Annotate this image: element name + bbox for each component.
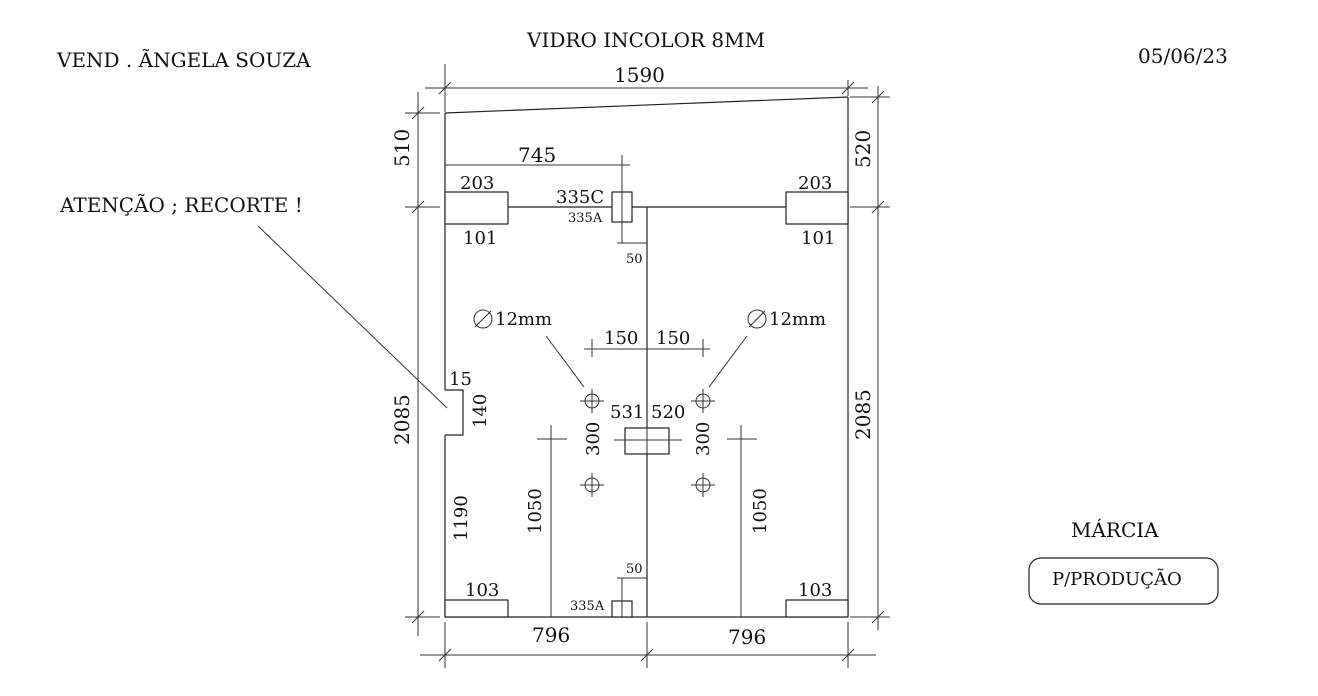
production-stamp-label: P/PRODUÇÃO xyxy=(1052,568,1182,590)
top-offset-value: 745 xyxy=(518,143,556,167)
top-a-label: 335A xyxy=(568,211,603,226)
cutout-dimensions: 15 140 xyxy=(449,369,491,428)
hole-diameter-left-label: 12mm xyxy=(495,309,552,330)
bottom-left-hinge-width: 103 xyxy=(465,580,499,601)
top-left-height-value: 510 xyxy=(390,129,414,167)
attention-label: ATENÇÃO ; RECORTE ! xyxy=(59,193,303,217)
top-left-hinge-width: 203 xyxy=(460,173,494,194)
holes-group: 12mm 12mm 150 150 xyxy=(473,309,826,497)
top-left-hinge: 203 101 xyxy=(444,173,509,249)
right-handle-height-value: 1050 xyxy=(750,488,771,534)
bottom-a-label: 335A xyxy=(570,599,605,614)
top-right-hinge: 203 101 xyxy=(785,173,849,249)
top-right-height-value: 520 xyxy=(851,130,875,168)
right-height-value: 2085 xyxy=(851,389,875,440)
bottom-left-width-value: 796 xyxy=(532,623,570,647)
total-width-value: 1590 xyxy=(614,63,665,87)
top-right-hinge-width: 203 xyxy=(798,173,832,194)
right-panel-dimensions: 1050 xyxy=(727,425,771,617)
dimension-left-vertical: 510 2085 xyxy=(390,92,440,636)
left-height-value: 2085 xyxy=(390,394,414,445)
vendor-label: VEND . ÃNGELA SOUZA xyxy=(56,48,311,72)
top-c-label: 335C xyxy=(556,187,604,208)
responsible-label: MÁRCIA xyxy=(1071,518,1159,542)
bottom-right-hinge: 103 xyxy=(785,580,849,618)
hole-top-right xyxy=(691,389,715,413)
bottom-right-width-value: 796 xyxy=(728,625,766,649)
hole-vertical-right-value: 300 xyxy=(693,422,714,456)
left-panel-dimensions: 1190 1050 xyxy=(451,425,567,617)
lock-left-value: 531 xyxy=(610,402,644,423)
material-label: VIDRO INCOLOR 8MM xyxy=(526,28,765,52)
dimension-total-width: 1590 xyxy=(425,63,868,112)
attention-note: ATENÇÃO ; RECORTE ! xyxy=(59,193,448,409)
date-label: 05/06/23 xyxy=(1138,44,1228,68)
top-right-hinge-height: 101 xyxy=(801,228,835,249)
glass-outline xyxy=(444,96,849,618)
top-center-hardware: 335C 335A 50 xyxy=(556,187,647,267)
hole-bottom-left xyxy=(580,473,604,497)
dimension-right-vertical: 520 2085 xyxy=(850,86,890,630)
production-stamp: P/PRODUÇÃO xyxy=(1028,557,1219,605)
bottom-left-hinge: 103 xyxy=(444,580,509,618)
hole-vertical-left-value: 300 xyxy=(583,422,604,456)
bottom-offset-label: 50 xyxy=(626,562,643,577)
lock-right-value: 520 xyxy=(651,402,685,423)
bottom-right-hinge-width: 103 xyxy=(798,580,832,601)
bottom-center-hardware: 50 335A xyxy=(570,562,647,618)
cutout-height-value: 140 xyxy=(470,394,491,428)
hole-bottom-right xyxy=(691,473,715,497)
left-panel-lower-height-value: 1190 xyxy=(451,495,472,541)
top-left-hinge-height: 101 xyxy=(463,228,497,249)
hole-diameter-right-label: 12mm xyxy=(769,309,826,330)
cutout-depth-value: 15 xyxy=(449,369,472,390)
dimension-bottom-widths: 796 796 xyxy=(420,622,876,668)
left-handle-height-value: 1050 xyxy=(525,488,546,534)
hole-top-left xyxy=(580,389,604,413)
center-lock: 531 520 xyxy=(610,402,685,455)
hole-spacing-right-value: 150 xyxy=(656,328,690,349)
hole-spacing-left-value: 150 xyxy=(604,328,638,349)
top-offset-label: 50 xyxy=(626,252,643,267)
